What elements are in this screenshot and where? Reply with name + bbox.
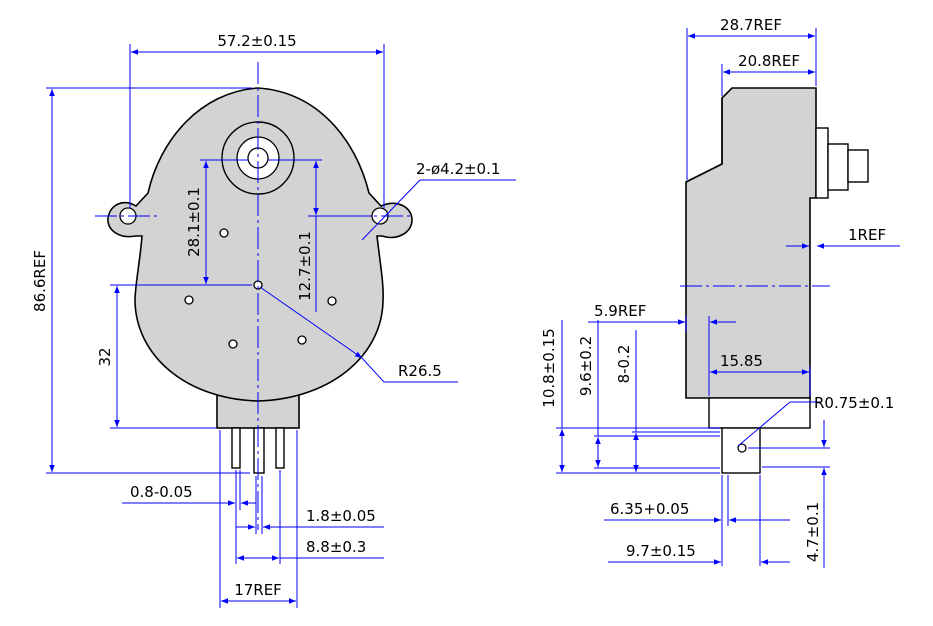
bottom-tab	[708, 397, 811, 429]
screw-hole	[327, 296, 337, 306]
shaft-tip	[847, 149, 869, 183]
tab-offset-dimension: 5.9REF	[594, 302, 646, 320]
terminal-pin	[253, 427, 265, 474]
tab-length-dimension: 15.85	[720, 352, 763, 370]
front-view: 57.2±0.15 2-ø4.2±0.1 28.1±0.1 12.7±0.1 8…	[31, 32, 516, 608]
shaft-offset-dimension: 28.1±0.1	[185, 187, 203, 257]
screw-hole	[228, 339, 238, 349]
terminal-span-dimension: 9.7±0.15	[626, 542, 696, 560]
height-a-dimension: 10.8±0.15	[540, 328, 558, 407]
terminal-hole	[737, 443, 747, 453]
terminal-pin	[275, 427, 285, 469]
height-c-dimension: 8-0.2	[615, 345, 633, 384]
shaft-flange	[815, 127, 829, 199]
terminal-width-dimension: 6.35+0.05	[610, 500, 689, 518]
side-view: 28.7REF 20.8REF 1REF 5.9REF 15.85 R0.75±…	[540, 16, 900, 568]
flange-dimension: 1REF	[848, 226, 886, 244]
pin-span-dimension: 8.8±0.3	[306, 538, 366, 556]
pin-thickness-dimension: 0.8-0.05	[130, 483, 193, 501]
pin-width-dimension: 1.8±0.05	[306, 507, 376, 525]
height-dimension: 86.6REF	[31, 250, 49, 312]
base-height-dimension: 32	[96, 347, 114, 366]
motor-housing	[107, 87, 413, 402]
holes-callout: 2-ø4.2±0.1	[416, 160, 500, 178]
body-depth-dimension: 20.8REF	[738, 52, 800, 70]
shaft-body	[827, 143, 849, 191]
screw-hole	[297, 335, 307, 345]
hole-offset-dimension: 12.7±0.1	[296, 231, 314, 301]
terminal-pin	[231, 427, 241, 469]
screw-hole	[219, 228, 229, 238]
height-b-dimension: 9.6±0.2	[577, 336, 595, 396]
radius-dimension: R26.5	[398, 362, 442, 380]
connector-width-dimension: 17REF	[234, 581, 282, 599]
overall-depth-dimension: 28.7REF	[720, 16, 782, 34]
hole-height-dimension: 4.7±0.1	[804, 502, 822, 562]
corner-radius-dimension: R0.75±0.1	[814, 394, 894, 412]
screw-hole	[184, 295, 194, 305]
width-dimension: 57.2±0.15	[217, 32, 296, 50]
